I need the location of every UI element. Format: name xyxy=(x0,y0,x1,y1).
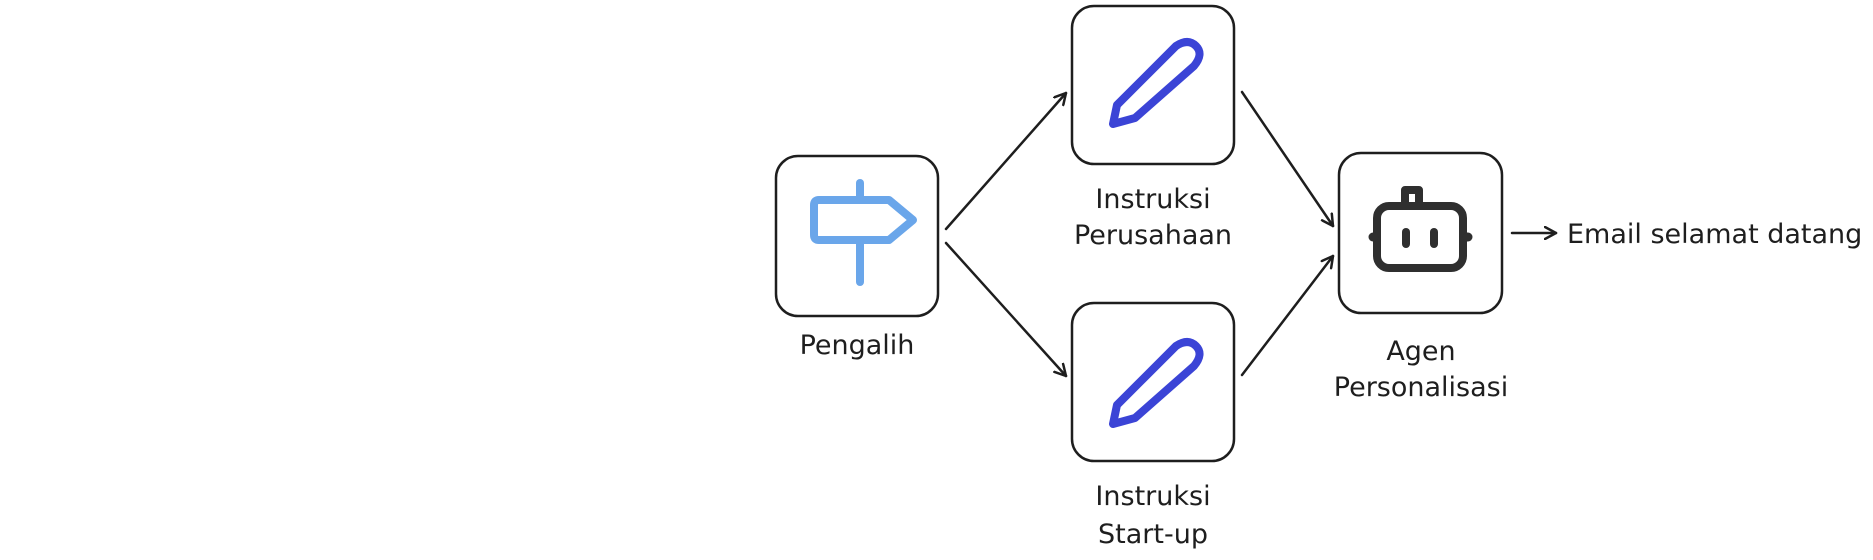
pencil-icon xyxy=(1109,338,1204,428)
startup-instructions-label-line1: Instruksi xyxy=(1095,481,1210,512)
startup-instructions-label-line2: Start-up xyxy=(1098,519,1208,550)
arrow-router-to-company xyxy=(944,91,1068,231)
robot-icon xyxy=(1368,186,1473,272)
personalization-agent-box xyxy=(1337,151,1504,315)
arrow-router-to-startup xyxy=(944,241,1068,378)
company-instructions-label-line1: Instruksi xyxy=(1095,184,1210,215)
router-label: Pengalih xyxy=(800,330,915,361)
company-instructions-box xyxy=(1070,4,1236,166)
output-label: Email selamat datang xyxy=(1567,219,1862,250)
signpost-icon xyxy=(810,179,917,286)
startup-instructions-node: Instruksi Start-up xyxy=(1070,301,1236,550)
router-node: Pengalih xyxy=(774,154,940,361)
startup-instructions-box xyxy=(1070,301,1236,463)
arrow-startup-to-agent xyxy=(1240,254,1335,377)
personalization-agent-node: Agen Personalisasi xyxy=(1334,151,1508,403)
personalization-agent-label-line1: Agen xyxy=(1386,336,1455,367)
pencil-icon xyxy=(1109,38,1204,128)
company-instructions-node: Instruksi Perusahaan xyxy=(1070,4,1236,251)
personalization-agent-label-line2: Personalisasi xyxy=(1334,372,1508,403)
arrow-company-to-agent xyxy=(1240,90,1335,228)
company-instructions-label-line2: Perusahaan xyxy=(1074,220,1232,251)
